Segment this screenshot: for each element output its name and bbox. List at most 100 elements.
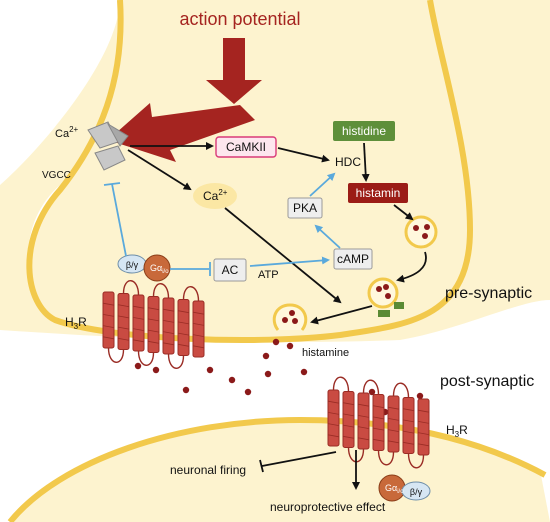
arrow-pka-hdc	[309, 172, 336, 197]
g-alpha-post-label: Gαi/o	[385, 483, 404, 495]
helix-stripe	[372, 405, 385, 409]
helix-stripe	[417, 432, 430, 435]
helix-stripe	[192, 323, 205, 326]
helix-stripe	[357, 437, 370, 441]
pka-label: PKA	[293, 201, 317, 215]
helix-stripe	[357, 403, 370, 407]
receptor-loop	[107, 347, 125, 363]
transmembrane-helix	[117, 293, 130, 350]
vesicle-fusing	[272, 303, 308, 331]
helix-stripe	[387, 406, 400, 410]
pka-box	[287, 197, 323, 219]
helix-stripe	[417, 409, 430, 413]
histamine-particle	[134, 362, 142, 370]
helix-stripe	[192, 311, 205, 315]
histamine-particle	[286, 342, 294, 350]
presynaptic-membrane	[26, 0, 473, 343]
g-protein-signals	[103, 172, 341, 276]
ca-channel-label: Ca2+	[55, 125, 79, 140]
activation-arrows	[127, 142, 427, 490]
helix-stripe	[417, 443, 430, 447]
g-alpha-pre-label: Gαi/o	[150, 263, 169, 275]
neuronal-firing-label: neuronal firing	[170, 463, 246, 477]
ac-label: AC	[222, 263, 239, 277]
helix-stripe	[102, 314, 115, 317]
helix-stripe	[342, 413, 355, 417]
action-arrow-diagonal	[108, 103, 255, 162]
helix-stripe	[102, 302, 115, 306]
helix-stripe	[342, 435, 355, 439]
vgcc-label: VGCC	[42, 170, 71, 181]
helix-stripe	[132, 305, 145, 309]
hdc-label: HDC	[335, 155, 361, 169]
helix-stripe	[162, 331, 175, 334]
transmembrane-helix	[177, 299, 190, 356]
inhibit-neuronal-firing-bar	[259, 459, 264, 473]
transmembrane-helix	[192, 300, 205, 358]
helix-stripe	[147, 329, 160, 333]
helix-stripe	[162, 320, 175, 323]
histamin-label: histamin	[356, 186, 401, 200]
beta-gamma-pre-label: β/γ	[126, 260, 139, 270]
receptor-loop	[167, 353, 185, 369]
histamine-particle	[152, 366, 160, 374]
helix-stripe	[117, 337, 130, 341]
helix-stripe	[327, 400, 340, 404]
histamine-particle	[228, 376, 236, 384]
helix-stripe	[387, 418, 400, 421]
inhibit-vgcc-bar	[103, 182, 121, 186]
neuroprotective-label: neuroprotective effect	[270, 500, 386, 514]
histamine-particle	[264, 370, 272, 378]
helix-stripe	[147, 318, 160, 322]
h3r-presynaptic-receptor	[102, 280, 205, 369]
helix-stripe	[327, 412, 340, 415]
receptor-loop	[392, 382, 410, 398]
helix-stripe	[177, 332, 190, 336]
atp-label: ATP	[258, 269, 279, 281]
inhibit-neuronal-firing	[261, 451, 337, 467]
helix-stripe	[357, 415, 370, 418]
helix-stripe	[147, 340, 160, 344]
histamine-particle	[262, 352, 270, 360]
histamine-particle	[206, 366, 214, 374]
transmembrane-helix	[147, 296, 160, 353]
pump-right	[394, 302, 404, 309]
histamine-particle	[416, 392, 424, 400]
helix-stripe	[417, 421, 430, 424]
pump-left	[378, 310, 390, 317]
inhibit-vgcc	[111, 183, 127, 257]
helix-stripe	[357, 426, 370, 429]
h3r-pre-label: H3R	[65, 315, 87, 331]
helix-stripe	[387, 429, 400, 432]
helix-stripe	[132, 317, 145, 320]
helix-stripe	[132, 328, 145, 331]
receptor-loop	[137, 350, 155, 366]
camkii-label: CaMKII	[226, 140, 266, 154]
helix-stripe	[117, 326, 130, 330]
h3r-post-label: H3R	[446, 423, 468, 439]
histamine-particle	[300, 368, 308, 376]
transmembrane-helix	[342, 391, 355, 448]
helix-stripe	[342, 402, 355, 406]
arrow-histamin-vesicle	[393, 204, 414, 221]
helix-stripe	[372, 416, 385, 420]
transmembrane-helix	[102, 291, 115, 349]
action-arrow-down	[206, 38, 262, 104]
receptor-loop	[407, 453, 425, 469]
arrow-ac-camp	[249, 256, 330, 267]
arrow-ca-release	[224, 207, 342, 304]
histidine-box	[333, 121, 395, 141]
helix-stripe	[327, 434, 340, 438]
arrow-histidine-histamin	[361, 142, 370, 182]
vesicle-upper	[404, 215, 438, 249]
receptor-loop	[362, 379, 380, 395]
helix-stripe	[402, 441, 415, 445]
receptor-loop	[122, 280, 140, 296]
helix-stripe	[342, 424, 355, 428]
action-potential-arrows	[108, 38, 262, 162]
vgcc-channel	[87, 121, 129, 171]
helix-stripe	[147, 307, 160, 311]
g-alpha-pre	[143, 254, 171, 282]
